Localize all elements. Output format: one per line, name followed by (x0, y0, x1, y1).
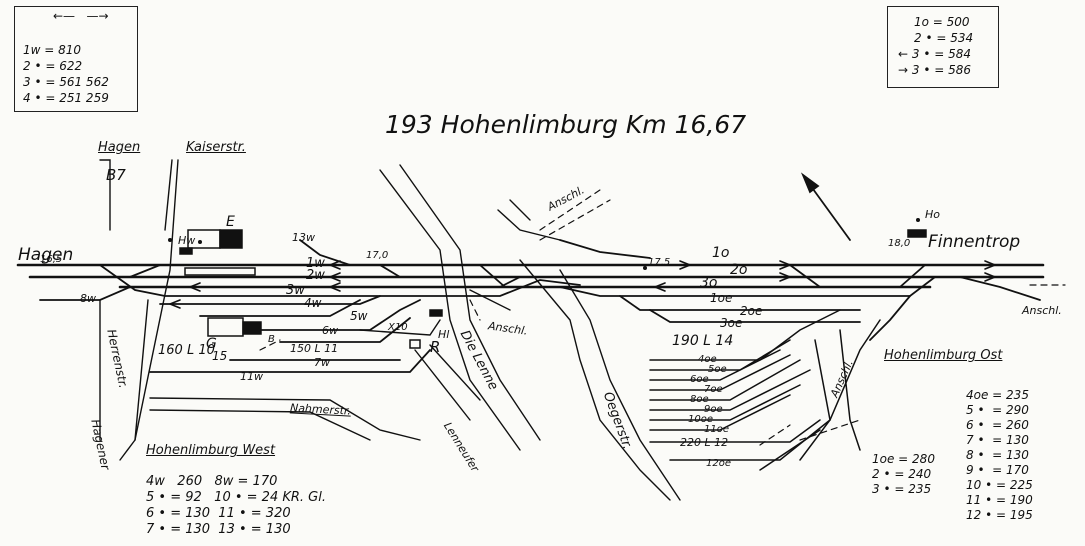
ost-heading: Hohenlimburg Ost (884, 348, 1003, 363)
track-arrows (167, 260, 998, 309)
track-label: 3w (286, 283, 305, 298)
length-label: 15 (212, 349, 228, 363)
ost-row: 7 • = 130 (966, 433, 1029, 447)
marker-x10: X10 (388, 322, 408, 333)
buildings (179, 229, 927, 349)
legend-right-row: → 3 • = 586 (898, 63, 971, 77)
km-mark: 17,5 (648, 257, 671, 268)
label-hagen: Hagen (18, 245, 74, 265)
north-arrow (800, 172, 851, 241)
ost-row: 1oe = 280 (872, 452, 935, 466)
track-label: 6oe (690, 374, 709, 385)
east-yard-fan (649, 309, 881, 471)
legend-box-right: 1o = 500 2 • = 534 ← 3 • = 584 → 3 • = 5… (887, 6, 999, 88)
track-label: 6w (322, 324, 338, 337)
track-label: 8w (80, 292, 96, 305)
label-kaiserstr: Kaiserstr. (186, 140, 246, 155)
track-label: 2w (306, 268, 325, 283)
legend-right-row: ← 3 • = 584 (898, 47, 971, 61)
ost-row: 4oe = 235 (966, 388, 1029, 402)
ost-row: 9 • = 170 (966, 463, 1029, 477)
legend-box-left: ←— —→ 1w = 810 2 • = 622 3 • = 561 562 4… (14, 6, 138, 112)
km-mark: 17,0 (366, 250, 389, 261)
track-label: 4oe (698, 354, 717, 365)
station-tracks (39, 239, 1041, 373)
track-label: 13w (292, 231, 315, 244)
track-label: 5oe (708, 364, 727, 375)
track-label: 5w (350, 309, 368, 323)
label-anschl-4: Anschl. (1022, 304, 1062, 317)
km-mark: 18,0 (888, 238, 911, 249)
legend-left-row: 3 • = 561 562 (23, 75, 109, 89)
track-label: 2o (730, 262, 748, 278)
track-label: 1w (306, 256, 325, 271)
legend-right-row: 2 • = 534 (914, 31, 974, 45)
west-heading: Hohenlimburg West (146, 443, 276, 458)
marker-g: G (206, 336, 217, 352)
legend-left-row: 4 • = 251 259 (23, 91, 109, 105)
track-label: 8oe (690, 394, 709, 405)
page-title: 193 Hohenlimburg Km 16,67 (385, 110, 747, 139)
marker-b: B (268, 334, 275, 345)
ost-row: 11 • = 190 (966, 493, 1033, 507)
legend-left-row: 1w = 810 (23, 43, 82, 57)
ost-row: 8 • = 130 (966, 448, 1029, 462)
streets (99, 159, 681, 501)
track-label: 4w (304, 296, 322, 310)
track-label: 1oe (710, 291, 733, 305)
track-label: 10oe (688, 414, 713, 425)
marker-e: E (226, 214, 235, 230)
marker-hw: Hw (178, 234, 196, 247)
track-label: 11w (240, 370, 263, 383)
ost-row: 6 • = 260 (966, 418, 1029, 432)
label-b7: B7 (106, 166, 126, 184)
track-label: 7w (314, 356, 330, 369)
track-label: 11oe (704, 424, 729, 435)
west-row: 7 • = 130 13 • = 130 (146, 522, 291, 537)
length-label: 190 L 14 (672, 333, 734, 349)
signal-dots (168, 218, 920, 270)
length-label: 160 L 10 (158, 343, 215, 358)
length-label: 220 L 12 (680, 436, 729, 449)
ost-row: 3 • = 235 (872, 482, 932, 496)
track-label: 7oe (704, 384, 723, 395)
km-mark: 16,5 (40, 254, 63, 265)
marker-r: R (430, 338, 441, 356)
main-tracks (16, 263, 1045, 289)
ost-row: 2 • = 240 (872, 467, 932, 481)
label-hagen-top: Hagen (98, 140, 141, 155)
legend-right-row: 1o = 500 (914, 15, 970, 29)
track-label: 9oe (704, 404, 723, 415)
west-row: 4w 260 8w = 170 (146, 474, 278, 489)
ost-row: 5 • = 290 (966, 403, 1029, 417)
track-label: 1o (712, 245, 730, 261)
track-label: 3oe (720, 316, 743, 330)
track-label: 3o (700, 275, 718, 291)
dashed-sidings (259, 189, 1066, 446)
marker-ho: Ho (925, 208, 941, 221)
legend-left-row: 2 • = 622 (23, 59, 83, 73)
ost-row: 10 • = 225 (966, 478, 1033, 492)
track-label: 12oe (706, 458, 731, 469)
marker-hl: Hl (438, 328, 450, 341)
west-row: 6 • = 130 11 • = 320 (146, 506, 291, 521)
length-label: 150 L 11 (290, 342, 339, 355)
track-label: 2oe (740, 304, 763, 318)
ost-row: 12 • = 195 (966, 508, 1033, 522)
west-row: 5 • = 92 10 • = 24 KR. Gl. (146, 490, 326, 505)
label-finnentrop: Finnentrop (928, 232, 1021, 252)
